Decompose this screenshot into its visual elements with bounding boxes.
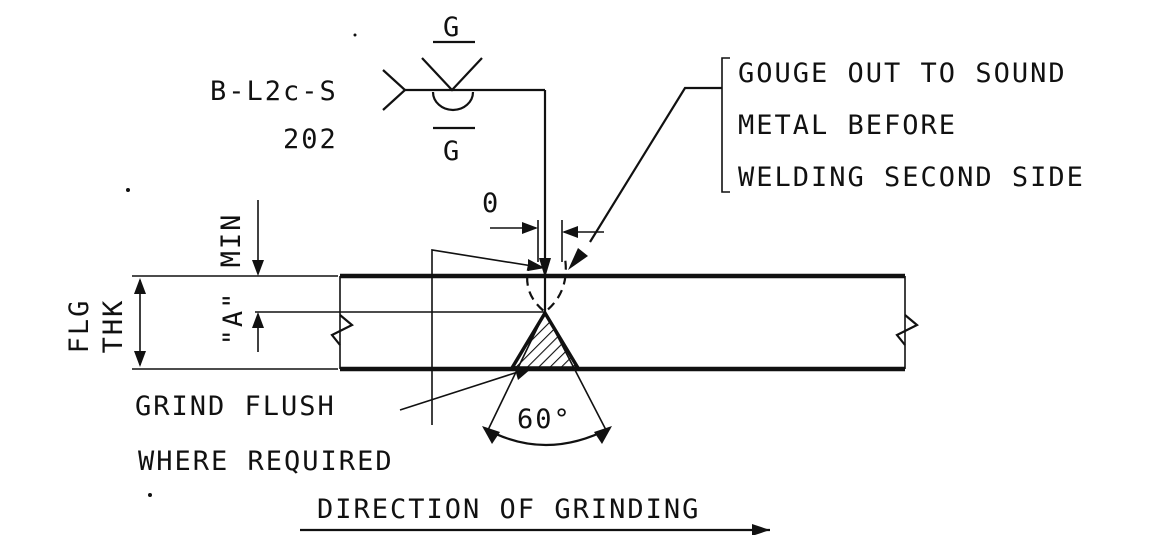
- groove-weld: 60°: [482, 257, 612, 447]
- grind-note: GRIND FLUSH WHERE REQUIRED: [135, 366, 532, 477]
- base-metal: [255, 273, 919, 372]
- flg-arrow-bottom: [134, 351, 146, 367]
- root-opening-label: 0: [482, 188, 500, 219]
- grind-leader-arrow: [514, 366, 532, 380]
- flg-label: FLG: [64, 299, 95, 354]
- depth-a-dimension: MIN "A": [216, 200, 264, 352]
- gouge-note-line-2: METAL BEFORE: [738, 110, 957, 141]
- flg-arrow-top: [134, 278, 146, 294]
- grinding-direction-indicator: [431, 249, 546, 425]
- speck: [353, 33, 357, 37]
- break-symbol-left: [330, 314, 354, 346]
- grinding-direction-text: DIRECTION OF GRINDING: [317, 494, 700, 525]
- joint-designation-label: B-L2c-S: [210, 76, 338, 107]
- gouge-leader-arrow: [568, 248, 588, 270]
- grinding-wedge-outline: [431, 249, 546, 425]
- grinding-direction-label: DIRECTION OF GRINDING: [300, 494, 770, 535]
- gouge-note-leader: [589, 86, 722, 243]
- gouge-note: GOUGE OUT TO SOUND METAL BEFORE WELDING …: [568, 57, 1085, 270]
- root-arrow-right: [562, 226, 578, 238]
- flange-thickness-dimension: FLG THK: [64, 275, 338, 370]
- gouge-note-line-1: GOUGE OUT TO SOUND: [738, 58, 1067, 89]
- speck: [126, 188, 130, 192]
- groove-angle-label: 60°: [517, 404, 572, 435]
- root-arrow-left: [522, 222, 538, 234]
- thk-label: THK: [98, 299, 129, 354]
- gouge-note-line-3: WELDING SECOND SIDE: [738, 162, 1085, 193]
- grind-note-line-1: GRIND FLUSH: [135, 391, 336, 422]
- min-arrow-down: [252, 260, 264, 276]
- gouge-outline-dashed: [526, 257, 567, 314]
- depth-a-label: "A": [218, 291, 249, 346]
- note-bracket: [721, 57, 730, 193]
- grind-note-line-2: WHERE REQUIRED: [138, 446, 394, 477]
- finish-g-bottom-label: G: [443, 136, 461, 167]
- symbol-tail: [382, 69, 407, 111]
- weld-symbol: B-L2c-S 202 G G: [210, 12, 551, 278]
- back-gouge-symbol: [431, 91, 475, 112]
- break-symbol-right: [895, 314, 919, 346]
- root-opening-dimension: 0: [482, 188, 604, 262]
- angle-arc-arrow-right: [594, 426, 612, 444]
- finish-g-top-label: G: [443, 12, 461, 43]
- min-label: MIN: [216, 213, 247, 268]
- grinding-direction-arrow-head: [752, 524, 770, 535]
- speck: [148, 493, 152, 497]
- reference-number-label: 202: [283, 124, 338, 155]
- angle-leg-right: [544, 311, 607, 431]
- min-arrow-up: [252, 312, 264, 328]
- grinding-wedge-arrow: [528, 259, 545, 271]
- v-groove-symbol: [421, 57, 483, 92]
- angle-arc-arrow-left: [482, 426, 500, 444]
- weld-cross-section: [508, 309, 582, 370]
- grind-note-leader: [399, 371, 519, 411]
